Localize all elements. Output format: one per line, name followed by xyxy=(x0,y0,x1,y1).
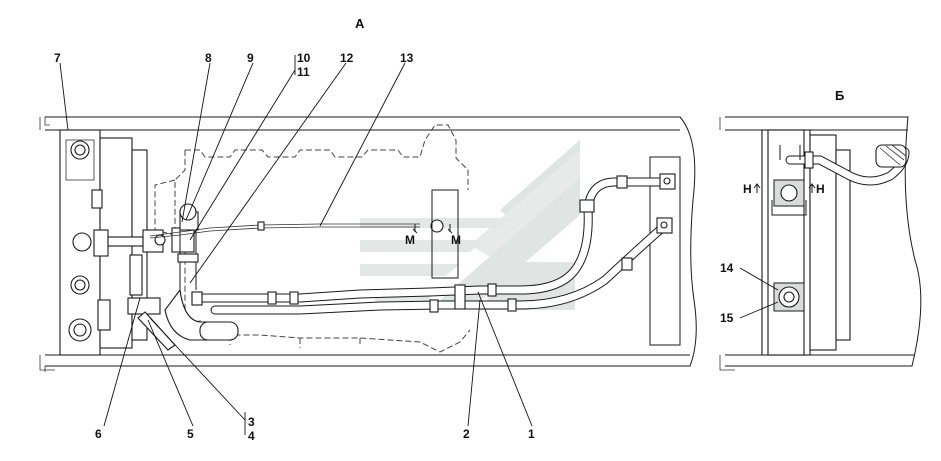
callout-2: 2 xyxy=(463,427,470,441)
section-marks-m: М М xyxy=(405,224,461,247)
callout-10: 10 xyxy=(297,51,311,65)
callout-6: 6 xyxy=(95,427,102,441)
callout-15: 15 xyxy=(720,311,734,325)
leader-lines xyxy=(59,55,779,435)
callout-14: 14 xyxy=(720,261,734,275)
callout-7: 7 xyxy=(54,51,61,65)
engine-outline xyxy=(154,124,471,353)
vent-hose xyxy=(149,219,444,239)
callout-5: 5 xyxy=(187,427,194,441)
section-m-right: М xyxy=(451,233,461,247)
callout-12: 12 xyxy=(340,51,354,65)
view-b-radiator: Н Н xyxy=(743,129,910,356)
view-a-frame xyxy=(39,116,697,372)
marker-h-left: Н xyxy=(743,182,752,196)
section-m-left: М xyxy=(405,233,415,247)
callout-4: 4 xyxy=(248,429,255,443)
callout-9: 9 xyxy=(247,51,254,65)
view-b-label: Б xyxy=(835,88,844,103)
callout-3: 3 xyxy=(248,415,255,429)
callout-11: 11 xyxy=(297,65,310,79)
tank-bracket xyxy=(431,156,681,346)
marker-h-right: Н xyxy=(816,182,825,196)
callout-8: 8 xyxy=(205,51,212,65)
view-labels: А Б xyxy=(355,16,844,103)
callout-13: 13 xyxy=(400,51,414,65)
view-a-label: А xyxy=(355,16,365,31)
callout-1: 1 xyxy=(528,427,535,441)
coolant-pipes xyxy=(191,173,676,315)
